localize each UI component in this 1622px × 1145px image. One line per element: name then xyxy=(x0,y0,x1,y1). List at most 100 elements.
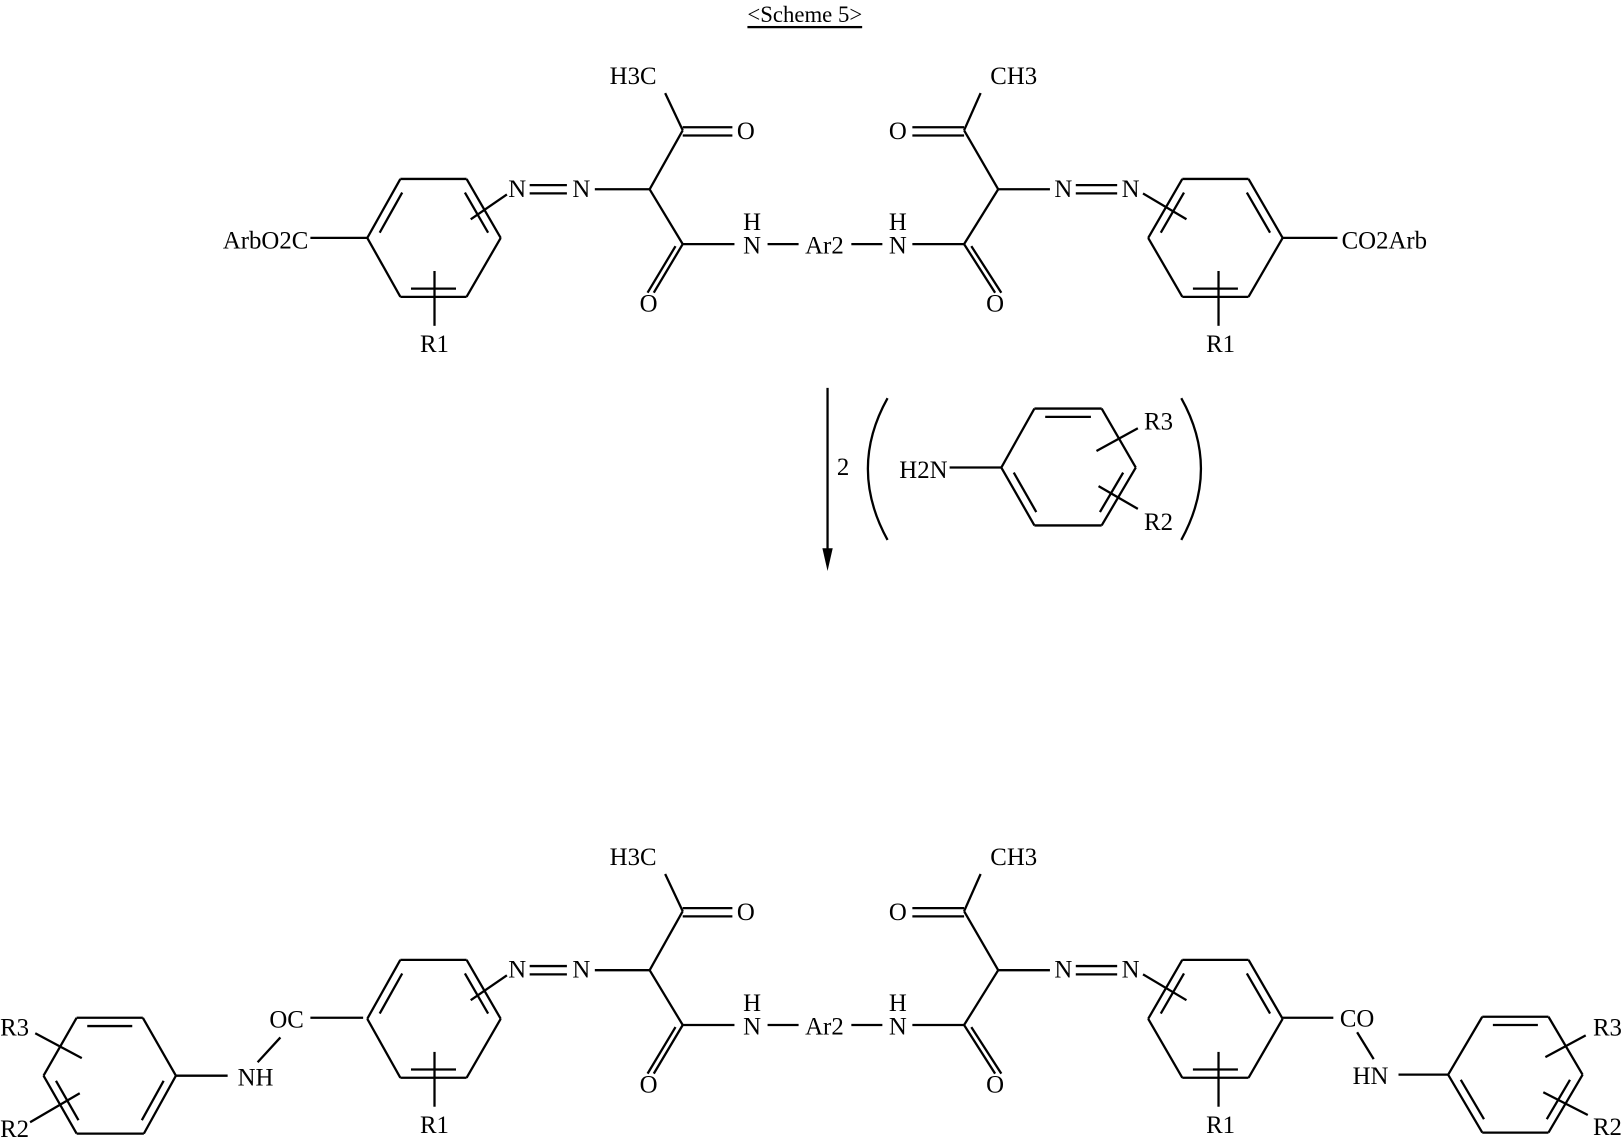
right-benzene-ring-double-bond xyxy=(1161,973,1184,1013)
carbonyl-double-bond xyxy=(654,1025,683,1074)
carbonyl-double-bond xyxy=(964,1025,995,1074)
azo-nitrogen-label: N xyxy=(572,957,590,984)
bond xyxy=(650,911,683,970)
aniline-ring-bond xyxy=(1001,409,1034,468)
bond xyxy=(964,911,998,970)
bond xyxy=(1357,1032,1374,1059)
r1-substituent-label: R1 xyxy=(1206,331,1235,358)
amide-nh-label: NH xyxy=(238,1064,274,1091)
carbonyl-double-bond xyxy=(654,244,683,293)
bond xyxy=(650,970,683,1025)
left-benzene-ring-double-bond xyxy=(380,193,403,233)
methyl-label: CH3 xyxy=(990,844,1037,871)
carbonyl-double-bond xyxy=(971,246,1001,293)
bond xyxy=(1545,1035,1585,1057)
amide-hydrogen-label: H xyxy=(743,990,761,1017)
azo-nitrogen-label: N xyxy=(572,176,590,203)
left-anilide-ring-bond xyxy=(144,1076,176,1134)
aniline-ring-bond xyxy=(1001,468,1034,526)
oxygen-label: O xyxy=(640,1072,658,1099)
arrowhead-icon xyxy=(822,548,832,571)
left-benzene-ring-double-bond xyxy=(465,973,488,1013)
ester-group-label: ArbO2C xyxy=(223,227,308,254)
r3-substituent-label: R3 xyxy=(1593,1015,1622,1042)
r1-substituent-label: R1 xyxy=(1206,1112,1235,1139)
right-benzene-ring-bond xyxy=(1148,1019,1182,1078)
right-benzene-ring-double-bond xyxy=(1161,193,1184,233)
right-benzene-ring-bond xyxy=(1148,960,1182,1019)
right-benzene-ring-bond xyxy=(1148,179,1182,238)
methyl-label: CH3 xyxy=(990,63,1037,90)
oxygen-label: O xyxy=(889,118,907,145)
right-benzene-ring-bond xyxy=(1249,960,1283,1019)
amide-hydrogen-label: H xyxy=(889,209,907,236)
oxygen-label: O xyxy=(986,1072,1004,1099)
methyl-label: H3C xyxy=(610,844,657,871)
oxygen-label: O xyxy=(737,899,755,926)
oxygen-label: O xyxy=(640,291,658,318)
amine-label: H2N xyxy=(899,457,947,484)
oxygen-label: O xyxy=(986,291,1004,318)
azo-nitrogen-label: N xyxy=(1054,176,1072,203)
aniline-ring-double-bond xyxy=(1100,473,1123,512)
bond xyxy=(35,1033,82,1058)
right-benzene-ring-bond xyxy=(1249,179,1283,238)
bond xyxy=(1096,428,1137,451)
left-benzene-ring-bond xyxy=(367,238,400,297)
bond xyxy=(964,130,998,189)
left-anilide-ring-double-bond xyxy=(142,1081,164,1120)
right-benzene-ring-double-bond xyxy=(1247,973,1270,1013)
open-parenthesis xyxy=(868,398,888,540)
left-benzene-ring-bond xyxy=(467,960,501,1019)
left-anilide-ring-bond xyxy=(143,1018,176,1076)
left-benzene-ring-bond xyxy=(467,1019,501,1078)
methyl-label: H3C xyxy=(610,63,657,90)
bond xyxy=(665,874,683,911)
right-benzene-ring-bond xyxy=(1148,238,1182,297)
amide-hydrogen-label: H xyxy=(743,209,761,236)
azo-nitrogen-label: N xyxy=(1054,957,1072,984)
right-benzene-ring-bond xyxy=(1249,238,1283,297)
r1-substituent-label: R1 xyxy=(420,331,449,358)
oxygen-label: O xyxy=(889,899,907,926)
amide-hydrogen-label: H xyxy=(889,990,907,1017)
right-benzene-ring-bond xyxy=(1249,1019,1283,1078)
r3-substituent-label: R3 xyxy=(0,1015,29,1042)
r2-substituent-label: R2 xyxy=(1593,1114,1622,1141)
azo-nitrogen-label: N xyxy=(508,957,526,984)
aryl-linker-label: Ar2 xyxy=(805,1014,844,1041)
bond xyxy=(964,874,981,911)
carbonyl-label: OC xyxy=(269,1006,303,1033)
bond xyxy=(665,93,683,130)
bond xyxy=(258,1037,281,1062)
aryl-linker-label: Ar2 xyxy=(805,233,844,260)
amide-nitrogen-label: N xyxy=(889,233,907,260)
right-anilide-ring-bond xyxy=(1448,1075,1482,1133)
left-benzene-ring-double-bond xyxy=(465,193,488,233)
left-benzene-ring-double-bond xyxy=(380,974,403,1014)
azo-nitrogen-label: N xyxy=(508,176,526,203)
carbonyl-double-bond xyxy=(971,1027,1001,1074)
left-benzene-ring-bond xyxy=(467,238,501,297)
r2-substituent-label: R2 xyxy=(0,1116,29,1143)
right-anilide-ring-bond xyxy=(1448,1017,1482,1075)
r2-substituent-label: R2 xyxy=(1144,509,1173,536)
left-benzene-ring-bond xyxy=(467,179,501,238)
right-anilide-ring-double-bond xyxy=(1461,1080,1484,1119)
ester-group-label: CO2Arb xyxy=(1342,227,1427,254)
oxygen-label: O xyxy=(737,118,755,145)
aniline-ring-double-bond xyxy=(1014,473,1037,512)
left-benzene-ring-bond xyxy=(367,960,400,1019)
carbonyl-double-bond xyxy=(964,244,995,293)
carbonyl-double-bond xyxy=(648,246,676,293)
azo-nitrogen-label: N xyxy=(1122,957,1140,984)
aniline-ring-bond xyxy=(1102,468,1136,526)
right-benzene-ring-double-bond xyxy=(1247,193,1270,233)
carbonyl-double-bond xyxy=(648,1027,676,1074)
amide-nh-label: HN xyxy=(1353,1063,1389,1090)
r1-substituent-label: R1 xyxy=(420,1112,449,1139)
close-parenthesis xyxy=(1181,398,1201,540)
carbonyl-label: CO xyxy=(1340,1005,1374,1032)
bond xyxy=(964,970,998,1025)
reagent-coefficient: 2 xyxy=(837,454,849,481)
